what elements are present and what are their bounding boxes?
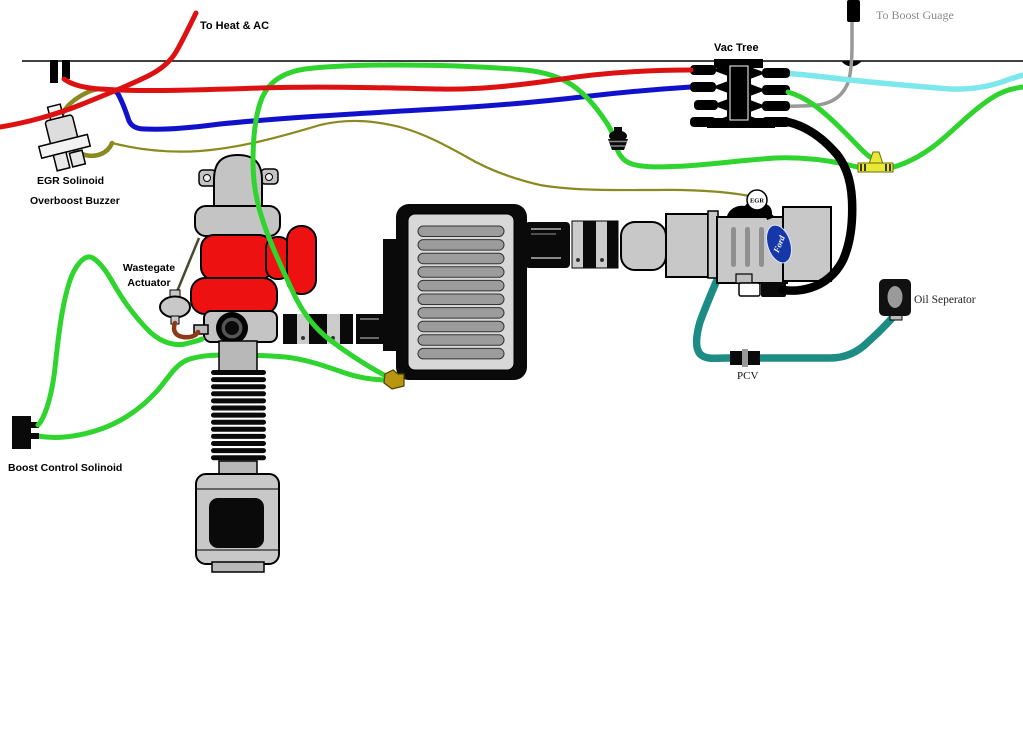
black-hose <box>778 117 857 295</box>
accordion-tube <box>211 370 266 461</box>
tee-fitting <box>857 151 894 173</box>
ford-logo: Ford <box>766 224 792 264</box>
intercooler-fins <box>417 225 505 360</box>
label-egr-solenoid: EGR Solinoid <box>37 175 104 187</box>
blue-hose <box>114 84 694 132</box>
check-valve <box>608 127 628 150</box>
gold-elbow-fitting <box>383 369 405 390</box>
red-hose-to-vactree <box>61 67 694 94</box>
intake-box <box>665 213 709 278</box>
vac-tree <box>690 59 790 128</box>
coupler-black-left <box>356 314 383 344</box>
wastegate-actuator <box>159 237 201 325</box>
label-pcv: PCV <box>737 370 758 382</box>
egr-badge-text: EGR <box>750 198 764 205</box>
gray-hose-boost-gauge <box>760 16 854 108</box>
turbo-base-nipple <box>193 324 209 335</box>
air-canister <box>195 460 280 573</box>
green-hose-vactree-to-tee <box>785 89 877 161</box>
label-actuator: Actuator <box>127 277 170 289</box>
green-hose-tee-right <box>887 84 1023 171</box>
intercooler-core <box>407 213 515 371</box>
boost-control-solenoid <box>12 416 39 449</box>
wastegate-rod <box>174 237 201 295</box>
turbo-head <box>213 153 263 211</box>
firewall-nub <box>50 60 58 83</box>
boost-gauge-connector <box>847 0 860 22</box>
label-heat-ac: To Heat & AC <box>200 20 269 32</box>
pcv-fitting <box>730 349 760 367</box>
green-hose-main-arc <box>250 62 865 381</box>
black-hose-fitting <box>761 282 786 297</box>
label-vac-tree: Vac Tree <box>714 42 759 54</box>
oil-separator <box>879 279 911 321</box>
throttle-body: Ford <box>716 199 832 297</box>
green-hose-solenoid-to-intercooler <box>35 352 391 440</box>
label-boost-gauge: To Boost Guage <box>876 8 954 22</box>
canister-window <box>209 498 264 548</box>
label-oil-separator: Oil Seperator <box>914 294 976 306</box>
teal-hose-pcv <box>692 264 897 363</box>
egr-solenoid-graphic <box>37 103 92 172</box>
intercooler-left-tank <box>383 239 397 351</box>
turbo-red-capsule <box>286 225 317 295</box>
intake-tube <box>620 221 667 271</box>
white-elbow-fitting <box>738 282 761 297</box>
firewall-nub <box>62 60 70 79</box>
label-overboost-buzzer: Overboost Buzzer <box>30 195 120 207</box>
turbo-neck <box>218 340 258 373</box>
cyan-hose <box>767 70 1023 92</box>
brown-hose-wastegate <box>171 320 201 340</box>
olive-hose-to-egr <box>110 119 755 199</box>
coupler-black-right <box>525 222 570 268</box>
label-boost-control-solenoid: Boost Control Solinoid <box>8 462 122 474</box>
egr-badge: EGR <box>746 189 775 220</box>
label-wastegate: Wastegate <box>123 262 175 274</box>
throttle-bottom-stub <box>735 273 753 284</box>
turbo-red-housing-2 <box>190 277 278 315</box>
intercooler <box>383 204 527 380</box>
turbo-red-housing-1 <box>200 234 273 281</box>
coupler-striped-right <box>571 220 619 269</box>
red-hose-heat-ac <box>0 10 199 130</box>
green-hose-solenoid-loop <box>35 254 205 428</box>
